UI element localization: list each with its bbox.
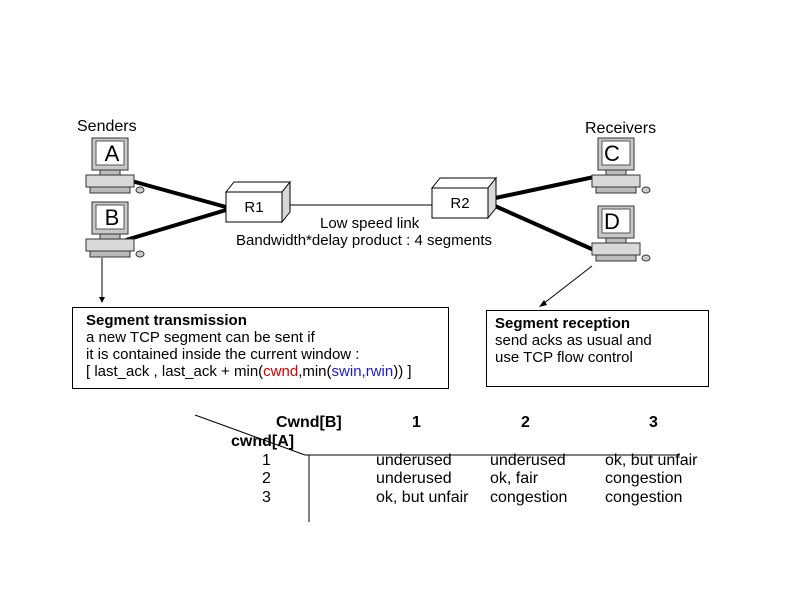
host-c-label: C bbox=[604, 141, 620, 166]
reception-line1: send acks as usual and bbox=[495, 332, 652, 349]
segment-transmission-box: Segment transmission a new TCP segment c… bbox=[72, 307, 449, 389]
formula-part1: [ last_ack , last_ack + min( bbox=[86, 363, 264, 380]
table-col-1: 1 bbox=[412, 414, 421, 431]
link-r2-c bbox=[485, 175, 595, 202]
formula-part2: ,min( bbox=[298, 363, 332, 380]
computer-d-icon bbox=[591, 205, 651, 262]
router-r1-label: R1 bbox=[244, 199, 264, 216]
table-col-3: 3 bbox=[649, 414, 658, 431]
transmission-formula: [ last_ack , last_ack + min(cwnd,min(swi… bbox=[86, 363, 448, 380]
link-b-r1 bbox=[125, 208, 227, 242]
computer-a-icon bbox=[85, 137, 145, 194]
computer-b-icon bbox=[85, 201, 145, 258]
reception-line2: use TCP flow control bbox=[495, 349, 633, 366]
formula-part3: )) ] bbox=[393, 363, 412, 380]
router-r2-label: R2 bbox=[450, 195, 470, 212]
formula-cwnd: cwnd bbox=[263, 363, 299, 380]
link-bdp-label: Bandwidth*delay product : 4 segments bbox=[236, 232, 492, 249]
table-cell: congestion bbox=[490, 489, 568, 506]
table-cell: underused bbox=[376, 470, 452, 487]
computer-c-icon bbox=[591, 137, 651, 194]
table-diagonal bbox=[194, 414, 306, 456]
formula-swin: swin bbox=[331, 363, 362, 380]
segment-reception-box: Segment reception send acks as usual and… bbox=[486, 310, 709, 387]
table-cell: underused bbox=[376, 452, 452, 469]
arrowhead-d bbox=[539, 300, 547, 307]
transmission-line2: it is contained inside the current windo… bbox=[86, 346, 360, 363]
arrowhead-b bbox=[99, 297, 105, 303]
formula-rwin: rwin bbox=[365, 363, 394, 380]
host-a-label: A bbox=[104, 141, 120, 166]
link-a-r1 bbox=[127, 178, 227, 209]
router-r1-shape bbox=[224, 180, 292, 224]
table-row-header: cwnd[A] bbox=[231, 433, 295, 450]
table-row-2-label: 2 bbox=[262, 470, 271, 487]
transmission-title: Segment transmission bbox=[86, 312, 247, 329]
receivers-label: Receivers bbox=[585, 120, 657, 137]
link-label: Low speed link bbox=[320, 215, 420, 232]
table-col-2: 2 bbox=[521, 414, 530, 431]
host-b-label: B bbox=[104, 205, 120, 230]
table-cell: ok, fair bbox=[490, 470, 539, 487]
table-col-header: Cwnd[B] bbox=[276, 414, 342, 431]
router-r2-shape bbox=[430, 176, 498, 220]
reception-title: Segment reception bbox=[495, 315, 631, 332]
transmission-line1: a new TCP segment can be sent if bbox=[86, 329, 315, 346]
table-row-3-label: 3 bbox=[262, 489, 271, 506]
table-cell: congestion bbox=[605, 489, 683, 506]
table-cell: congestion bbox=[605, 470, 683, 487]
link-r2-d bbox=[485, 200, 595, 252]
table-cell: ok, but unfair bbox=[605, 452, 698, 469]
formula-comma: , bbox=[361, 363, 366, 380]
table-cell: ok, but unfair bbox=[376, 489, 469, 506]
host-d-label: D bbox=[604, 209, 620, 234]
table-row-1-label: 1 bbox=[262, 452, 271, 469]
senders-label: Senders bbox=[77, 118, 137, 135]
arrow-d-to-box bbox=[542, 265, 593, 305]
table-cell: underused bbox=[490, 452, 566, 469]
